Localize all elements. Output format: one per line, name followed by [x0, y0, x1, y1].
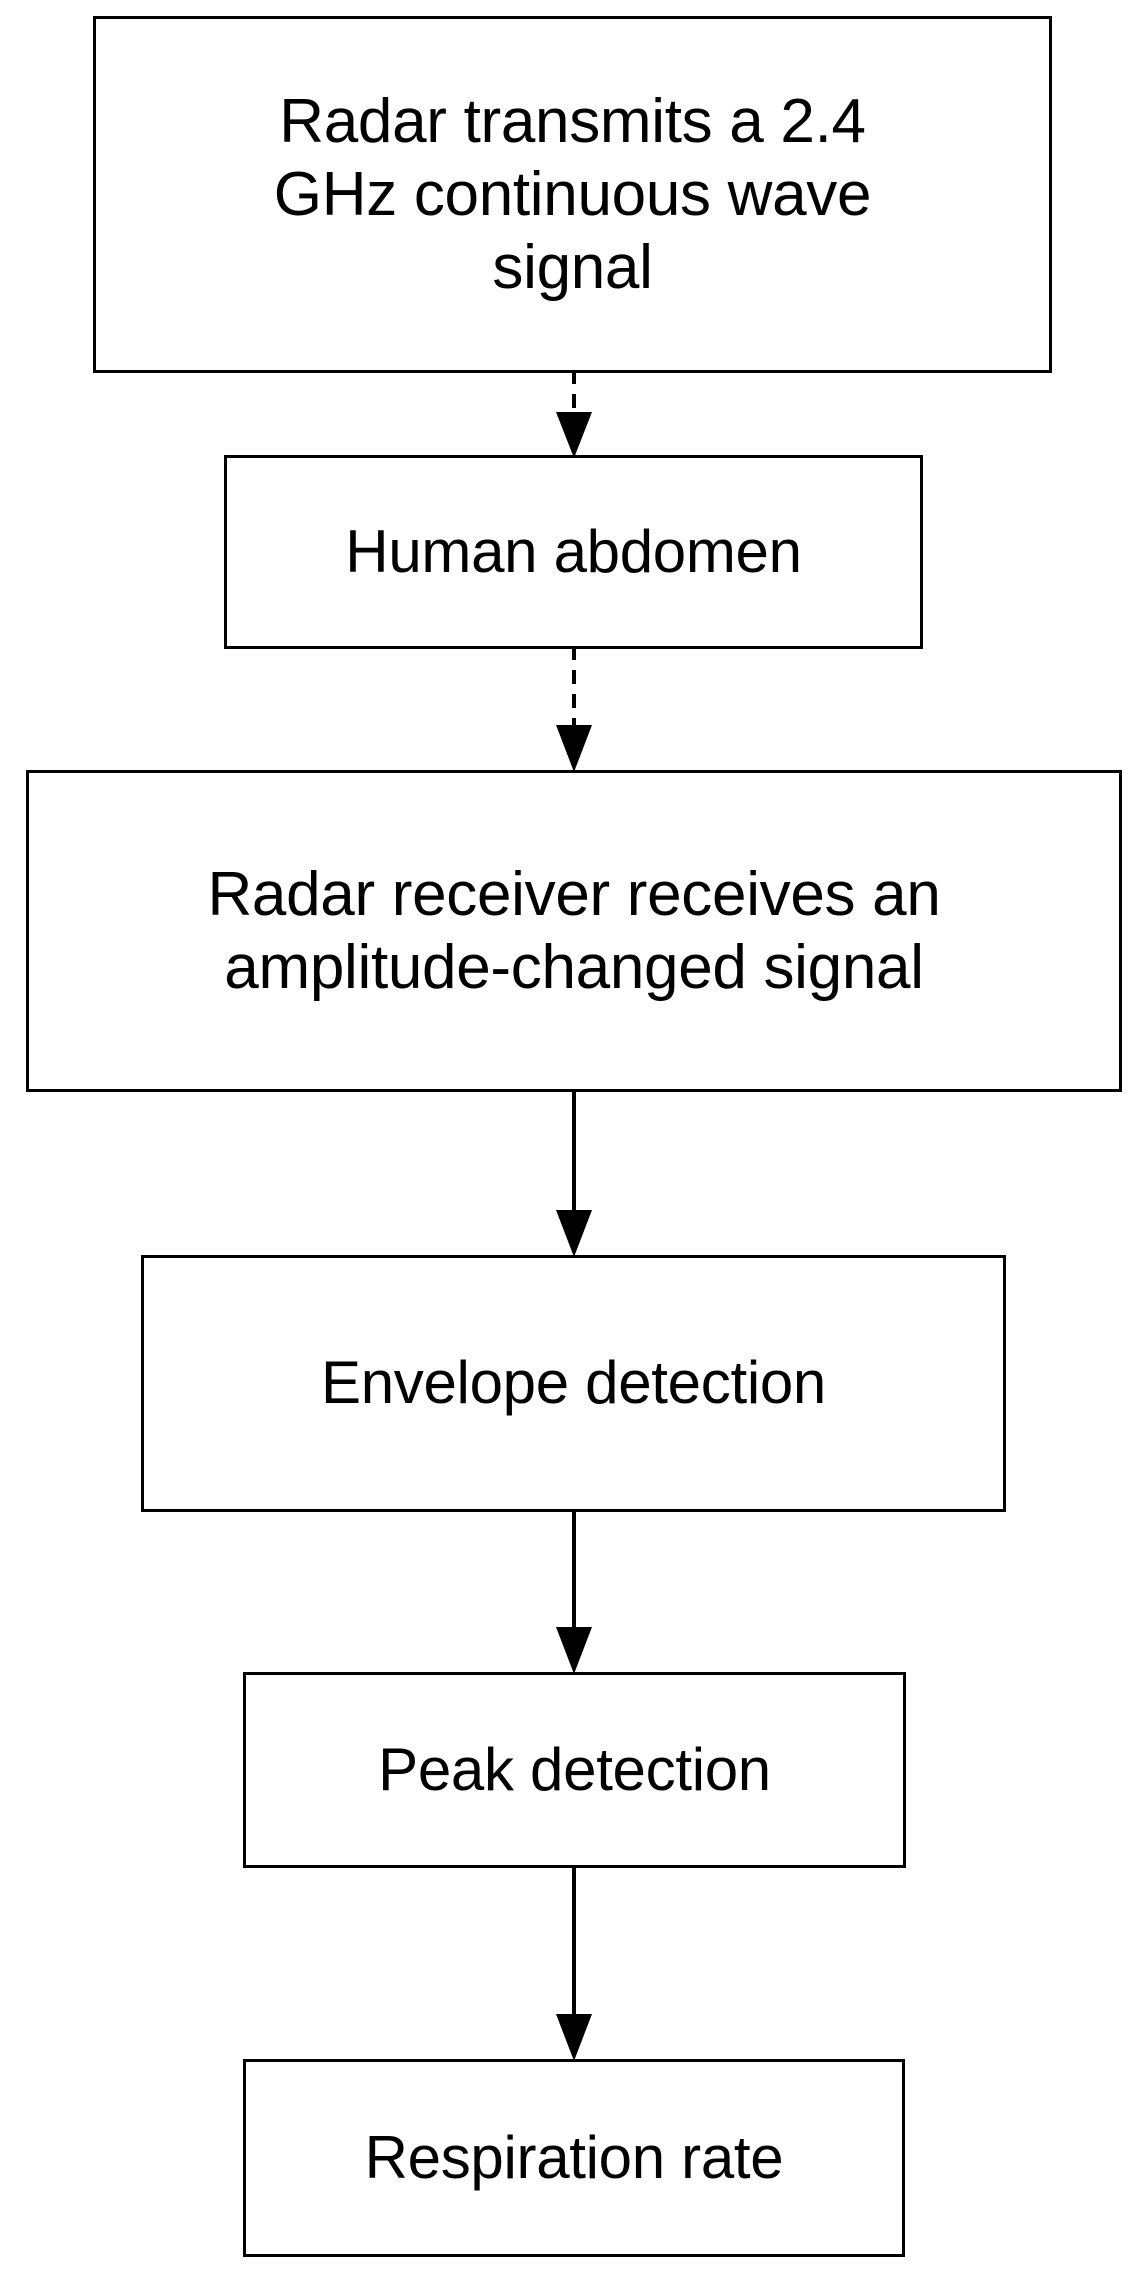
edge-transmit-to-abdomen [540, 370, 610, 460]
node-label: Respiration rate [364, 2123, 784, 2191]
node-radar-transmits[interactable]: Radar transmits a 2.4 GHz continuous wav… [93, 16, 1052, 373]
arrowhead-icon [556, 412, 592, 458]
node-radar-receiver[interactable]: Radar receiver receives an amplitude-cha… [26, 770, 1122, 1092]
node-envelope-detection[interactable]: Envelope detection [141, 1255, 1006, 1512]
arrowhead-icon [556, 1627, 592, 1674]
node-label: Human abdomen [345, 517, 802, 585]
node-respiration-rate[interactable]: Respiration rate [243, 2059, 905, 2257]
arrowhead-icon [556, 1210, 592, 1257]
node-label: Envelope detection [321, 1349, 826, 1417]
node-label: Radar transmits a 2.4 GHz continuous wav… [273, 86, 872, 303]
node-label: Peak detection [378, 1735, 771, 1803]
edge-abdomen-to-receiver [540, 646, 610, 774]
node-label: Radar receiver receives an amplitude-cha… [207, 859, 941, 1002]
edge-peak-to-respiration [540, 1865, 610, 2063]
arrowhead-icon [556, 2014, 592, 2061]
node-human-abdomen[interactable]: Human abdomen [224, 455, 923, 649]
arrowhead-icon [556, 725, 592, 772]
edge-receiver-to-envelope [540, 1089, 610, 1259]
edge-envelope-to-peak [540, 1509, 610, 1676]
node-peak-detection[interactable]: Peak detection [243, 1672, 906, 1868]
